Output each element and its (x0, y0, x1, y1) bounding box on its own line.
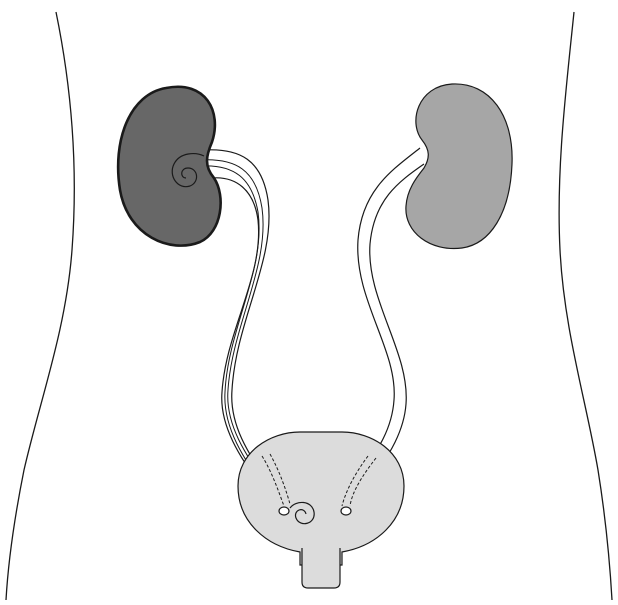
right-kidney (118, 87, 221, 246)
right-ureteral-orifice (279, 507, 289, 515)
left-ureteral-orifice (341, 507, 351, 515)
torso-right-edge (559, 12, 612, 600)
bladder (238, 432, 404, 565)
torso-left-edge (6, 12, 74, 600)
urethra (302, 548, 340, 588)
